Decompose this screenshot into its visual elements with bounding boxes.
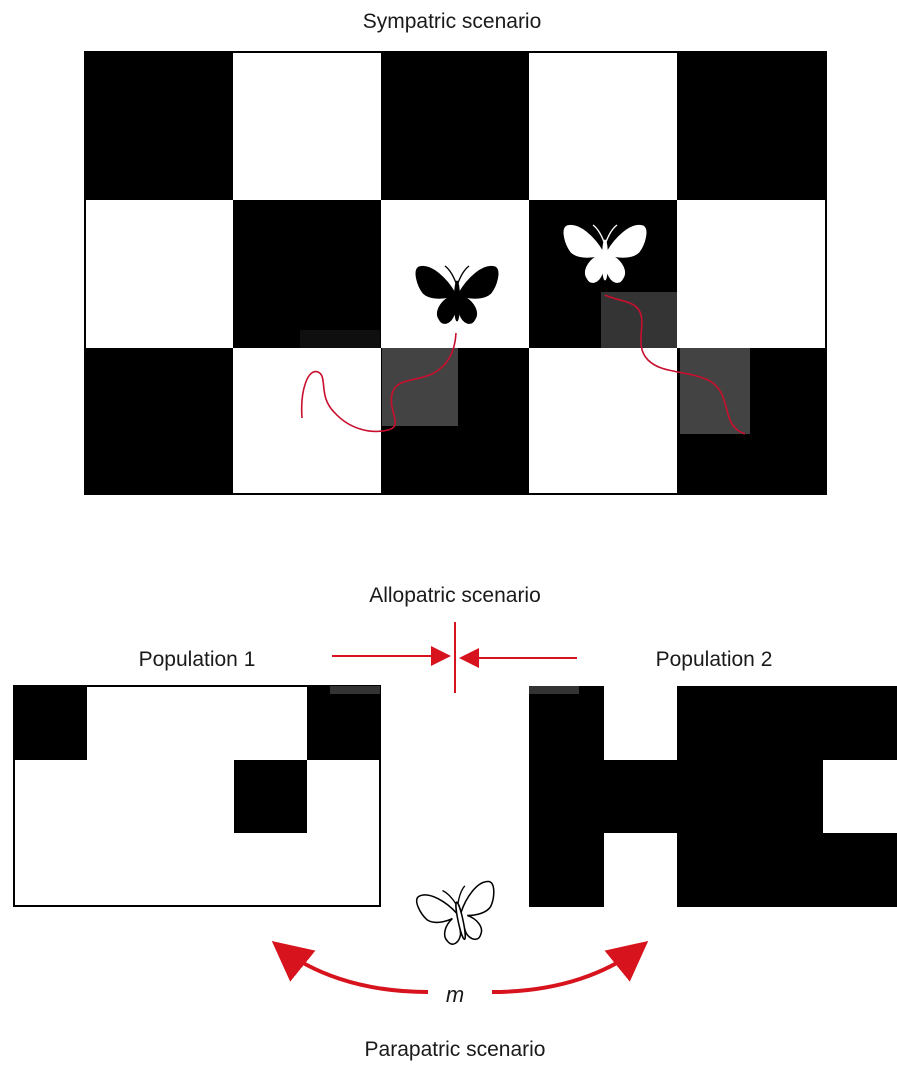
movement-shadow (300, 330, 380, 348)
pop1-shadow (330, 686, 380, 694)
migration-arrow-right (492, 946, 642, 992)
population-1-landscape (14, 686, 380, 906)
butterfly-outline-icon (415, 880, 503, 950)
sympatric-dark-patch (381, 52, 529, 200)
movement-shadow (680, 348, 750, 434)
pop2-light-patch (604, 686, 677, 760)
pop1-dark-patch (234, 760, 307, 833)
pop2-light-patch (823, 760, 897, 833)
sympatric-landscape (85, 52, 826, 494)
population-2-landscape (529, 686, 897, 907)
sympatric-dark-patch (85, 348, 233, 494)
sympatric-dark-patch (233, 200, 381, 348)
migration-arrow-left (278, 946, 428, 992)
pop1-dark-patch (307, 686, 380, 760)
allopatric-barrier (332, 622, 577, 693)
pop2-shadow (529, 686, 579, 694)
sympatric-dark-patch (677, 52, 826, 200)
movement-shadow (601, 292, 677, 348)
sympatric-dark-patch (85, 52, 233, 200)
pop1-dark-patch (14, 686, 87, 760)
pop2-light-patch (604, 833, 677, 907)
